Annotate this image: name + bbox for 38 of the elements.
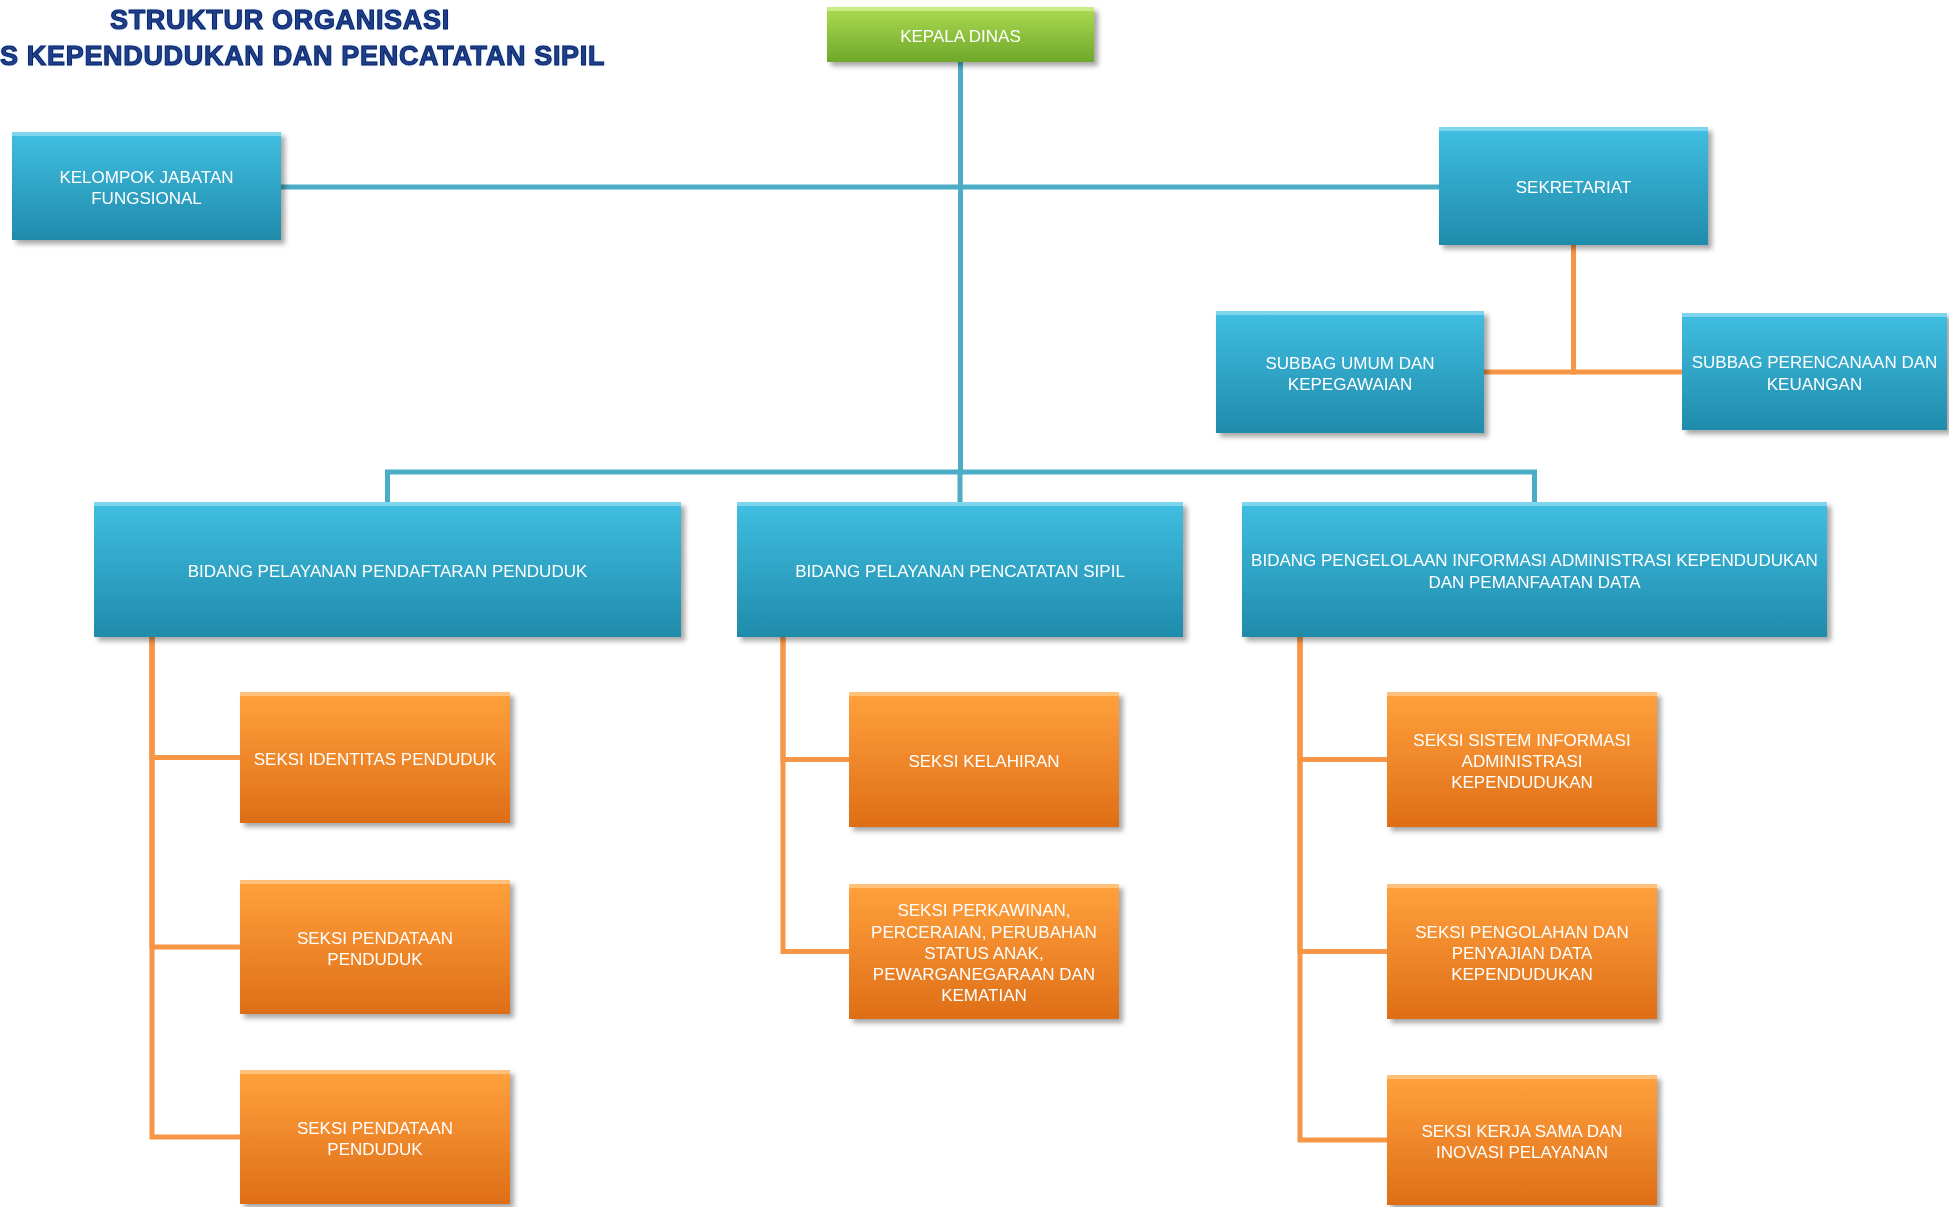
department-box: [1439, 127, 1708, 245]
department-box: [12, 132, 281, 240]
box-label: BIDANG PELAYANAN PENCATATAN SIPIL: [795, 560, 1125, 583]
section-box: [240, 1070, 510, 1204]
box-label: SUBBAG UMUM DAN KEPEGAWAIAN: [1264, 352, 1436, 396]
box-label: KEPALA DINAS: [900, 25, 1021, 48]
box-label: BIDANG PENGELOLAAN INFORMASI ADMINISTRASI KEPENDUDUKAN DAN PEMANFAATAN DATA: [1250, 550, 1819, 593]
box-label: SEKSI SISTEM INFORMASI ADMINISTRASI KEPENDUDUKAN: [1412, 729, 1632, 794]
section-box: [849, 884, 1119, 1019]
box-label: BIDANG PELAYANAN PENDAFTARAN PENDUDUK: [187, 560, 588, 583]
connector-line: [1297, 637, 1387, 1143]
box-label: SEKSI PENDATAAN PENDUDUK: [295, 1117, 455, 1161]
connector-line: [149, 637, 240, 1140]
section-box: [1387, 692, 1657, 827]
box-label: SUBBAG PERENCANAAN DAN KEUANGAN: [1690, 352, 1939, 395]
section-box: [849, 692, 1119, 827]
department-box: [1216, 311, 1484, 433]
box-label: SEKSI IDENTITAS PENDUDUK: [253, 748, 497, 771]
box-label: SEKRETARIAT: [1515, 177, 1632, 199]
box-label: KELOMPOK JABATAN FUNGSIONAL: [58, 166, 235, 210]
section-box: [240, 692, 510, 823]
chart-title: STRUKTUR ORGANISASI: [110, 4, 450, 37]
box-label: SEKSI PENDATAAN PENDUDUK: [295, 927, 455, 971]
box-label: SEKSI KERJA SAMA DAN INOVASI PELAYANAN: [1420, 1120, 1624, 1164]
department-box: [94, 502, 681, 637]
box-label: SEKSI PENGOLAHAN DAN PENYAJIAN DATA KEPENDUDUKAN: [1414, 921, 1630, 986]
section-box: [1387, 884, 1657, 1019]
connector-line: [780, 637, 849, 954]
connector-line: [1571, 245, 1682, 375]
department-box: [1682, 313, 1947, 430]
box-label: SEKSI PERKAWINAN, PERCERAIAN, PERUBAHAN STATUS ANAK, PEWARGANEGARAAN DAN KEMATIAN: [870, 900, 1098, 1007]
head-box: [827, 7, 1094, 62]
department-box: [1242, 502, 1827, 637]
department-box: [737, 502, 1183, 637]
section-box: [1387, 1075, 1657, 1205]
section-box: [240, 880, 510, 1014]
chart-title: S KEPENDUDUKAN DAN PENCATATAN SIPIL: [0, 40, 606, 73]
box-label: SEKSI KELAHIRAN: [908, 750, 1060, 773]
